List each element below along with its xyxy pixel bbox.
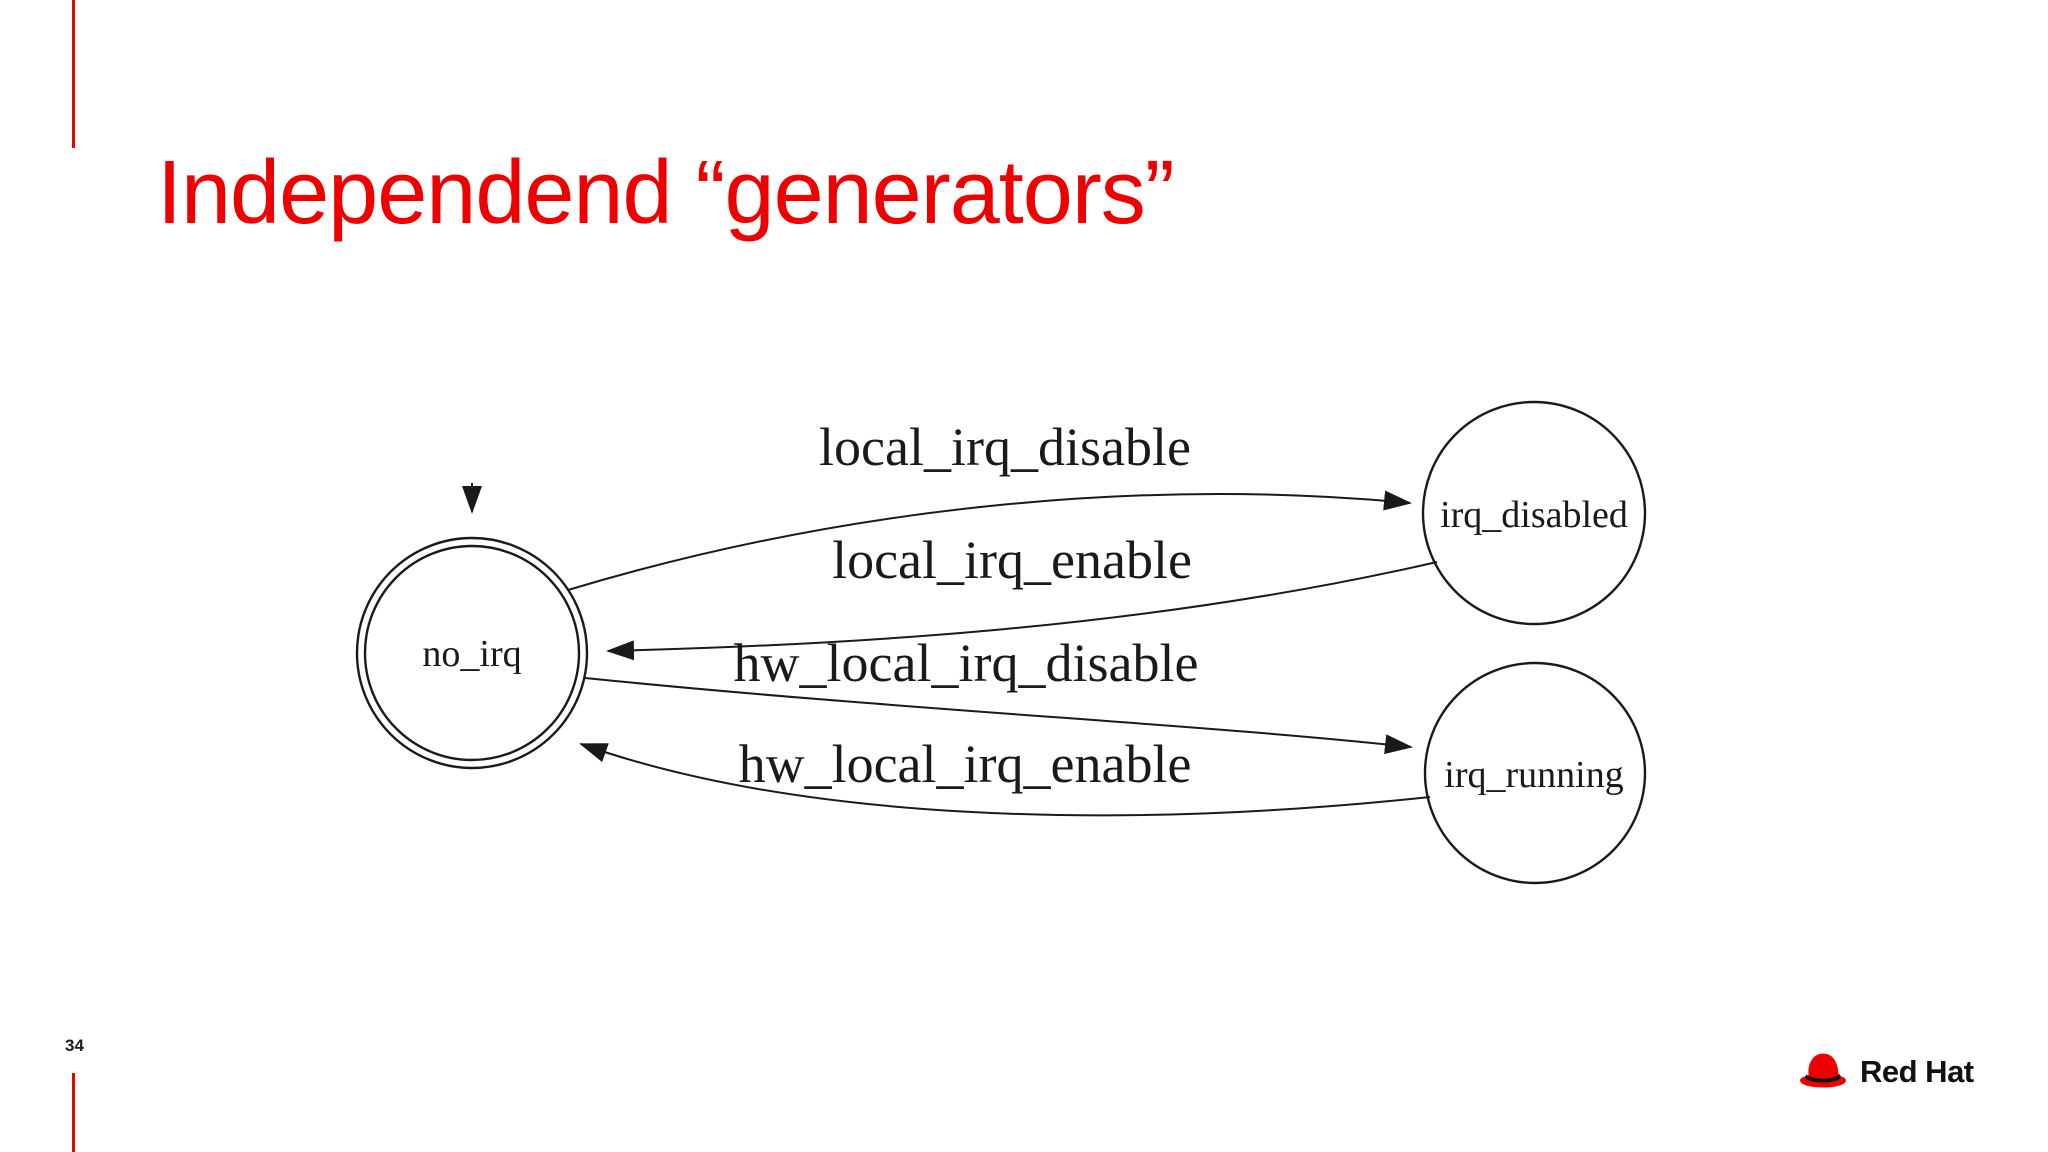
transition-local-irq-disable-arc [567,490,1412,591]
state-no-irq-outer-circle [355,536,589,770]
bottom-left-accent-line [72,1073,75,1152]
red-fedora-hat-icon [1800,1053,1846,1088]
state-irq-running-circle [1423,661,1647,885]
state-irq-running: irq_running [1423,661,1647,885]
transition-local-irq-disable: local_irq_disable [567,417,1412,591]
transition-local-irq-enable-label: local_irq_enable [832,530,1192,590]
state-irq-disabled-circle [1421,400,1647,626]
transition-local-irq-enable: local_irq_enable [606,530,1438,661]
redhat-logo-wordmark: Red Hat [1860,1054,1974,1089]
transition-hw-local-irq-enable-label: hw_local_irq_enable [739,734,1192,794]
transition-local-irq-disable-label: local_irq_disable [819,417,1191,477]
state-irq-disabled: irq_disabled [1421,400,1647,626]
state-irq-disabled-label: irq_disabled [1440,494,1628,536]
page-number: 34 [65,1036,84,1055]
transition-hw-local-irq-disable: hw_local_irq_disable [584,633,1413,755]
top-left-accent-line [72,0,75,148]
transition-hw-local-irq-enable-arc [579,743,1431,817]
state-no-irq: no_irq [355,536,589,770]
redhat-logo: Red Hat [1794,1048,1974,1096]
state-no-irq-label: no_irq [422,633,521,675]
transition-hw-local-irq-enable: hw_local_irq_enable [579,734,1431,817]
state-irq-running-label: irq_running [1444,754,1623,796]
transition-local-irq-enable-arc [606,561,1438,661]
slide-title: Independend “generators” [157,143,1175,244]
transition-hw-local-irq-disable-label: hw_local_irq_disable [734,633,1199,693]
state-no-irq-inner-circle [363,544,581,762]
transition-hw-local-irq-disable-arc [584,677,1413,755]
